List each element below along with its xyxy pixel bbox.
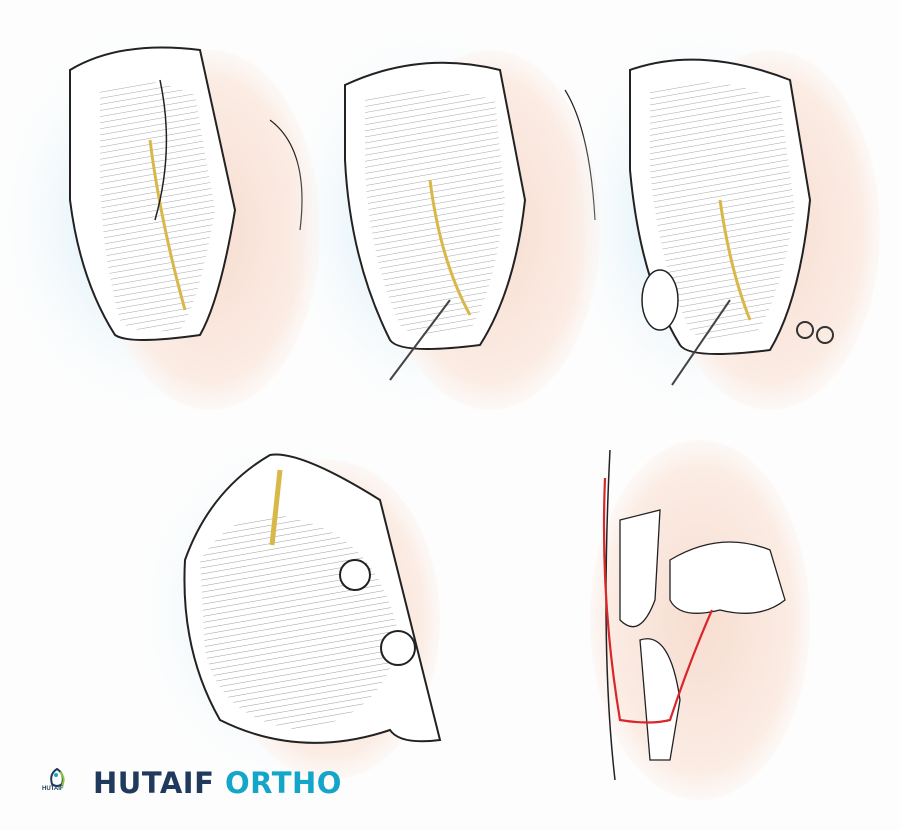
panel-1-exposure [0,30,320,410]
brand-logo-text: HUTAIF [42,786,64,792]
panel-5-incision-diagram [590,440,810,800]
panel-3-tendon-transfer [570,30,880,410]
panel-2-tendon-release [290,30,600,410]
incision-line [602,477,714,724]
brand-name-primary: HUTAIF [93,766,215,800]
panel-4-stump-closure [140,440,442,780]
brand-logo-icon [50,767,65,787]
brand-name-accent: ORTHO [225,766,342,800]
brand-wordmark: HUTAIF ORTHO [93,766,342,800]
